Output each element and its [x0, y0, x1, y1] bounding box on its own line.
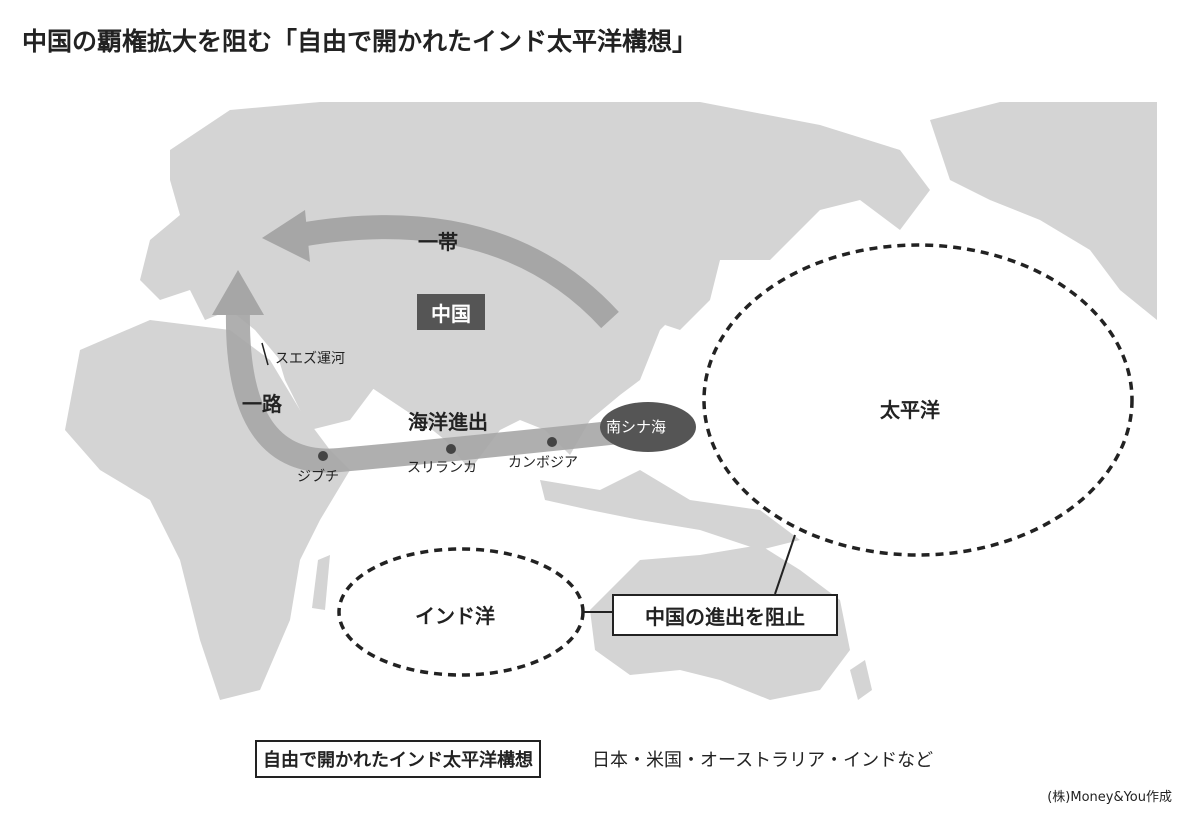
- djibouti-label: ジブチ: [297, 469, 339, 485]
- landmasses: [65, 102, 1157, 700]
- africa: [65, 320, 350, 700]
- pacific-label: 太平洋: [880, 398, 940, 422]
- suez-pointer: [261, 342, 269, 366]
- japan: [665, 225, 720, 330]
- maritime-label: 海洋進出: [408, 410, 488, 434]
- legend-boxed-label: 自由で開かれたインド太平洋構想: [255, 740, 541, 778]
- credit: (株)Money&You作成: [1047, 790, 1172, 805]
- south-china-sea-marker: [600, 402, 696, 452]
- china-label: 中国: [417, 294, 485, 330]
- new-zealand: [850, 660, 872, 700]
- page-title: 中国の覇権拡大を阻む「自由で開かれたインド太平洋構想」: [22, 27, 698, 56]
- arabia: [270, 330, 380, 430]
- connector-pacific: [774, 534, 796, 595]
- madagascar: [312, 555, 330, 610]
- djibouti-dot: [318, 451, 328, 461]
- cambodia-label: カンボジア: [508, 455, 578, 471]
- southeast-asia-islands: [540, 470, 800, 550]
- belt-label: 一帯: [418, 230, 458, 254]
- road-arrowhead: [212, 270, 264, 315]
- block-china-label: 中国の進出を阻止: [612, 594, 838, 636]
- road-label: 一路: [242, 392, 282, 416]
- belt-arrow: [297, 215, 619, 329]
- cambodia-dot: [547, 437, 557, 447]
- road-arrow: [225, 309, 622, 473]
- srilanka-label: スリランカ: [407, 460, 477, 476]
- legend-text: 日本・米国・オーストラリア・インドなど: [592, 750, 934, 771]
- pacific-ellipse: [702, 243, 1134, 557]
- suez-label: スエズ運河: [275, 351, 345, 367]
- indian-ocean-label: インド洋: [415, 604, 495, 628]
- belt-arrowhead: [262, 210, 310, 262]
- srilanka-dot: [446, 444, 456, 454]
- north-america: [930, 102, 1157, 320]
- south-china-sea-label: 南シナ海: [606, 418, 667, 436]
